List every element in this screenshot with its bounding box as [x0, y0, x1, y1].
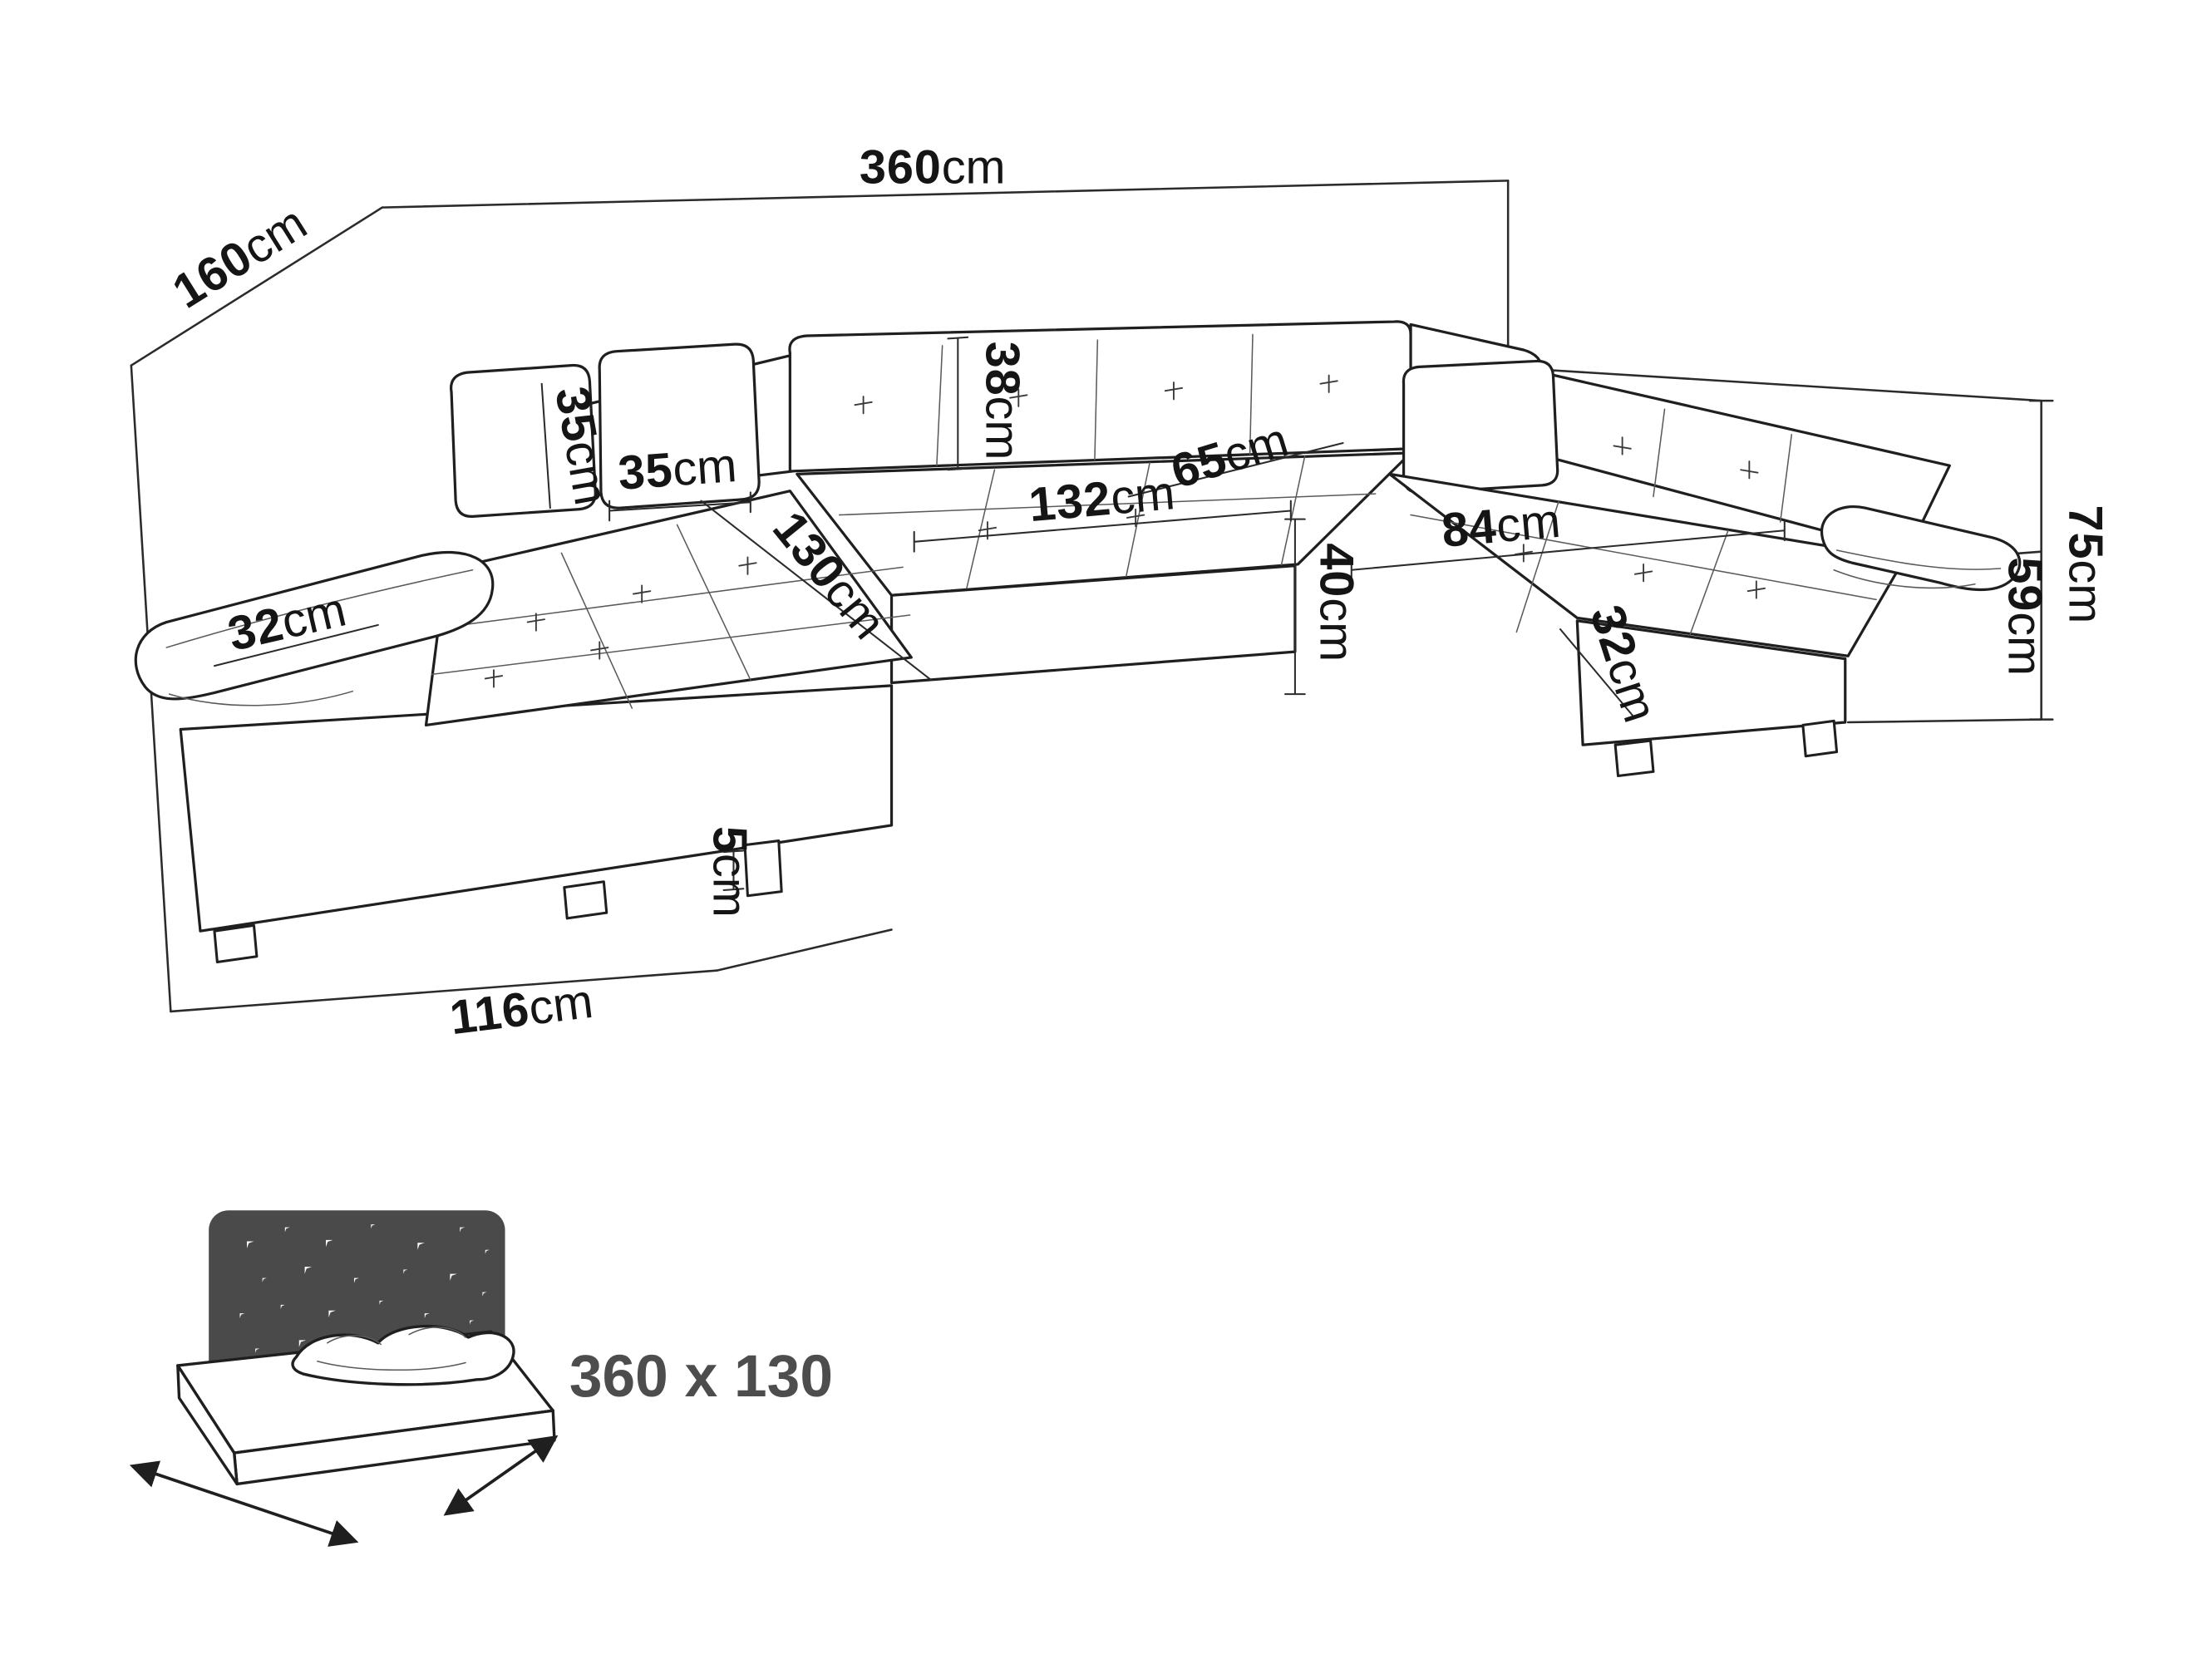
pillow: [450, 363, 597, 518]
left-armrest-seam: [165, 569, 474, 648]
box-floor-left-edge: [170, 969, 718, 1013]
right-armrest-lower-seam: [1833, 569, 1976, 589]
tuft-mark: [1164, 382, 1184, 401]
tuft-mark: [1633, 564, 1653, 583]
sofa-leg: [743, 839, 783, 898]
dim-seat-height-label: 40cm: [1309, 543, 1362, 662]
tuft-mark: [1746, 580, 1766, 599]
box-left-depth-edge: [130, 206, 384, 367]
pillow-height-line: [540, 382, 551, 510]
sofa-leg: [563, 880, 608, 920]
backrest-seam-lines: [936, 333, 1254, 466]
right-seat-width-line: [1350, 519, 1786, 581]
tuft-mark: [1009, 388, 1028, 407]
sleeping-area-size-label: 360 x 130: [569, 1343, 833, 1410]
right-plane-bottom-line: [1846, 718, 2042, 724]
duvet: [291, 1324, 515, 1386]
tufting-marks: [484, 374, 1766, 688]
dimension-lines: [213, 336, 1786, 891]
sofa-leg: [213, 923, 259, 964]
right-backrest-seams: [1653, 408, 1793, 523]
leg-height-line: [722, 849, 745, 891]
left-seat-seams: [431, 524, 911, 709]
dim-right-seat-width-label: 84cm: [1440, 495, 1563, 558]
duvet-fold-line: [317, 1361, 466, 1371]
sofa-drawing: [134, 320, 2022, 964]
middle-seat-width-line: [913, 500, 1292, 553]
tuft-mark: [854, 396, 873, 415]
pillow-width-line: [608, 491, 751, 522]
pillow: [1402, 359, 1559, 495]
right-chaise-front-panel: [1575, 619, 1847, 746]
dim-pillow-width-label: 35cm: [617, 439, 739, 500]
bed-icon: [129, 1210, 559, 1547]
left-armrest: [134, 551, 495, 701]
left-armrest-lower-seam: [168, 690, 354, 706]
tuft-mark: [738, 556, 757, 575]
tuft-mark: [1740, 460, 1759, 480]
seat-depth-line: [1127, 441, 1344, 498]
left-armrest-width-line: [213, 623, 379, 667]
dim-total-depth-label: 160cm: [164, 196, 316, 318]
pillows: [450, 342, 1559, 518]
pillow-bumps: [326, 1327, 466, 1346]
tuft-mark: [1613, 436, 1632, 455]
sofa-leg: [1613, 739, 1655, 778]
seat-height-line: [1284, 518, 1306, 696]
dim-leg-height-label: 5cm: [703, 826, 756, 918]
box-floor-left-edge-2: [715, 928, 893, 972]
right-armrest-seam: [1835, 549, 2002, 570]
tuft-mark: [1319, 374, 1338, 393]
tuft-mark: [590, 641, 609, 660]
pillow: [598, 342, 761, 510]
box-top-edge: [381, 180, 1510, 209]
tuft-mark: [633, 584, 652, 603]
left-chaise-base-panel: [179, 684, 894, 933]
middle-seat-cushion: [796, 451, 1412, 597]
dim-middle-seat-width-label: 132cm: [1027, 466, 1177, 532]
tuft-mark: [526, 613, 546, 632]
dim-left-chaise-width-label: 116cm: [447, 975, 596, 1046]
right-plane-top-line: [1540, 368, 2042, 402]
dim-backrest-height-label: 38cm: [975, 342, 1028, 460]
right-armrest-width-line: [1559, 628, 1635, 718]
tuft-mark: [484, 669, 504, 688]
bed-length-arrow-icon: [443, 1435, 559, 1516]
dim-pillow-height-label: 35cm: [544, 383, 618, 510]
dim-armrest-height-label: 59cm: [1998, 557, 2052, 676]
dim-total-width-label: 360cm: [860, 141, 1006, 194]
height-end-ticks: [2028, 399, 2054, 721]
right-seat-seams: [1410, 500, 1877, 647]
dim-total-height-label: 75cm: [2059, 505, 2112, 624]
backrest-height-line: [947, 336, 969, 471]
right-chaise-seat-cushion: [1387, 472, 1906, 657]
left-chaise-seat-cushion: [424, 490, 913, 727]
chaise-length-line: [700, 500, 933, 682]
bed-width-arrow-icon: [129, 1460, 359, 1547]
sofa-leg: [1801, 719, 1839, 758]
perspective-box: [130, 180, 2054, 1013]
